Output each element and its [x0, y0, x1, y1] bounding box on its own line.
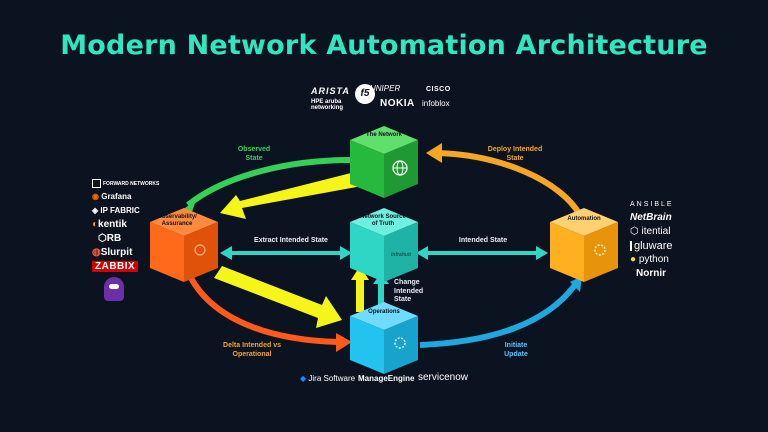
page-title: Modern Network Automation Architecture — [60, 30, 708, 61]
gear-icon — [594, 244, 606, 256]
arrow-change-intended-yellow — [356, 278, 364, 312]
node-observability-label: Observability/ Assurance — [157, 214, 197, 227]
tool-gluware-label: gluware — [634, 240, 673, 252]
tool-ip-fabric: ◈ IP FABRIC — [92, 206, 140, 215]
cube-network-left — [350, 140, 384, 198]
arrowhead-intended-left — [416, 246, 428, 260]
cube-observability-right — [184, 222, 218, 282]
arrowhead-delta-intended — [336, 333, 352, 352]
label-deploy-intended-state: Deploy Intended State — [487, 146, 543, 162]
cube-automation-left — [550, 222, 584, 282]
tool-forward-networks-label: FORWARD NETWORKS — [103, 180, 160, 187]
tool-python: ● python — [630, 254, 669, 265]
label-change-intended-state: Change Intended State — [394, 279, 424, 303]
forward-networks-icon — [92, 179, 101, 188]
tool-manageengine: ManageEngine — [358, 374, 415, 383]
vendor-arista-logo: ARISTA — [311, 86, 350, 96]
cube-the-network — [350, 126, 418, 198]
vendor-hpe-logo: HPE aruba networking — [311, 99, 344, 111]
vendor-nokia-logo: NOKIA — [380, 98, 415, 109]
magnifier-icon — [194, 244, 206, 256]
arc-deploy-intended-state — [437, 150, 583, 217]
cube-operations-right — [384, 316, 418, 374]
cube-observability — [150, 208, 218, 282]
vendor-f5-logo: f5 — [355, 84, 375, 104]
label-observed-state: Observed State — [237, 146, 271, 162]
cube-sot-left — [350, 222, 384, 282]
jira-icon: ◆ — [300, 374, 307, 383]
tool-slurpit-label: Slurpit — [100, 247, 133, 258]
tool-rb: ⬡RB — [98, 233, 121, 244]
vendor-juniper-logo: JUNIPER — [366, 84, 401, 93]
cube-sot-right — [384, 222, 418, 282]
arrow-change-intended-cyan — [378, 282, 384, 312]
label-extract-intended-state: Extract Intended State — [254, 237, 328, 244]
arrowhead-deploy-intended-state — [426, 143, 442, 163]
highlight-arrow-delta — [214, 266, 342, 328]
tool-python-label: python — [638, 254, 669, 265]
label-intended-state: Intended State — [458, 237, 508, 244]
cube-source-of-truth — [350, 208, 418, 282]
label-delta-intended: Delta Intended vs Operational — [223, 342, 281, 358]
tool-mascot-icon — [104, 277, 124, 301]
cube-operations — [350, 302, 418, 374]
tool-zabbix: ZABBIX — [92, 261, 139, 272]
cube-observability-left — [150, 222, 184, 282]
tool-rb-label: RB — [106, 233, 122, 244]
arrowhead-extract-left — [220, 246, 232, 260]
vendor-f5-text: f5 — [360, 88, 370, 99]
highlight-arrow-observed — [220, 172, 362, 219]
tool-netbrain: NetBrain — [630, 212, 672, 223]
tool-kentik: ◐kentik — [92, 219, 127, 230]
tool-nornir: Nornir — [636, 268, 666, 279]
cube-operations-left — [350, 316, 384, 374]
arrowhead-change-intended-yellow — [351, 266, 369, 280]
tool-grafana: ◉ Grafana — [92, 192, 131, 201]
vendor-cisco-logo: CISCO — [426, 86, 451, 93]
ip-fabric-icon: ◈ — [92, 206, 99, 215]
node-network-label: The Network — [365, 132, 402, 138]
kentik-icon: ◐ — [92, 219, 99, 230]
itential-icon: ⬡ — [630, 226, 639, 237]
arc-observed-state — [186, 157, 351, 208]
tool-jira-label: Jira Software — [308, 374, 356, 383]
node-sot-brand: Infrahub — [391, 252, 411, 258]
gluware-icon — [630, 241, 632, 252]
tool-slurpit: ◍Slurpit — [92, 247, 132, 258]
globe-icon-lat — [396, 160, 404, 176]
tool-servicenow: servicenow — [418, 372, 469, 383]
node-sot-label: Network Source of Truth — [360, 214, 406, 227]
python-icon: ● — [630, 254, 637, 265]
arrowhead-initiate-update — [570, 276, 582, 292]
tool-itential-label: itential — [641, 226, 671, 237]
slurpit-icon: ◍ — [92, 247, 101, 258]
tool-grafana-label: Grafana — [101, 192, 132, 201]
node-automation-label: Automation — [567, 216, 601, 222]
rb-icon: ⬡ — [98, 233, 107, 244]
grafana-icon: ◉ — [92, 192, 99, 201]
label-initiate-update: Initiate Update — [504, 342, 528, 358]
arrowhead-extract-right — [340, 246, 352, 260]
node-operations-label: Operations — [368, 309, 400, 315]
vendor-infoblox-logo: infoblox — [422, 99, 450, 108]
cube-automation — [550, 208, 618, 282]
arc-delta-intended — [185, 270, 339, 345]
tool-itential: ⬡ itential — [630, 226, 670, 237]
tool-kentik-label: kentik — [98, 219, 127, 230]
tool-gluware: gluware — [630, 240, 673, 252]
tool-ip-fabric-label: IP FABRIC — [100, 206, 140, 215]
arc-initiate-update — [419, 283, 578, 348]
cube-automation-right — [584, 222, 618, 282]
tool-jira: ◆ Jira Software — [300, 374, 355, 383]
cube-network-right — [384, 140, 418, 198]
gear-operations-icon — [394, 337, 406, 349]
tool-ansible: ANSIBLE — [630, 201, 674, 208]
tool-forward-networks: FORWARD NETWORKS — [92, 179, 159, 188]
arrowhead-intended-right — [536, 246, 548, 260]
mascot-face-icon — [109, 284, 119, 289]
